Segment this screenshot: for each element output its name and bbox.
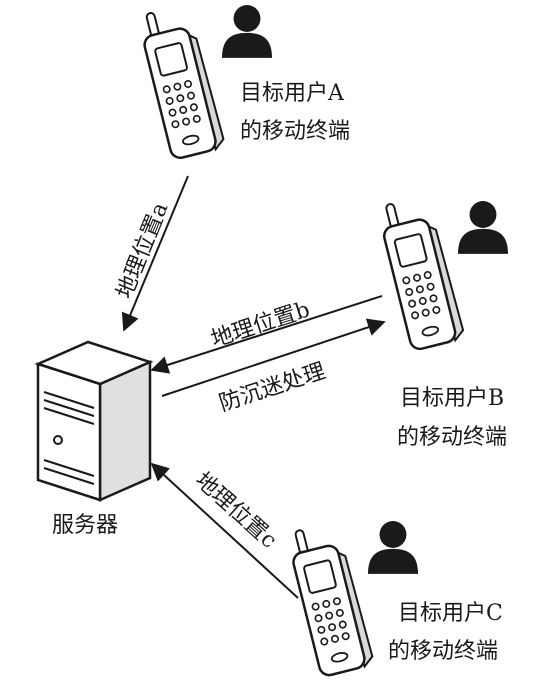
arrow-a-to-server xyxy=(121,175,189,332)
mobile-phone-icon xyxy=(135,1,227,162)
server-tower-icon xyxy=(34,340,154,502)
flow-label-anti-addiction: 防沉迷处理 xyxy=(216,359,328,417)
person-icon xyxy=(458,201,508,254)
user-c-group: 目标用户C 的移动终端 xyxy=(284,519,503,679)
user-a-group: 目标用户A 的移动终端 xyxy=(135,1,350,162)
mobile-phone-icon xyxy=(375,193,467,353)
person-icon xyxy=(368,521,418,574)
user-b-label-line2: 的移动终端 xyxy=(397,425,507,450)
mobile-phone-icon xyxy=(284,519,376,679)
user-a-label-line2: 的移动终端 xyxy=(240,119,350,144)
flow-label-location-b: 地理位置b xyxy=(208,297,313,352)
arrow-server-to-b xyxy=(161,318,386,397)
user-b-group: 目标用户B 的移动终端 xyxy=(375,193,508,450)
arrow-c-to-server xyxy=(150,462,299,599)
user-b-label-line1: 目标用户B xyxy=(400,386,504,411)
person-icon xyxy=(222,5,272,58)
server-label: 服务器 xyxy=(52,513,118,538)
user-c-label-line1: 目标用户C xyxy=(398,601,503,626)
user-a-label-line1: 目标用户A xyxy=(240,81,345,106)
arrow-b-to-server xyxy=(150,295,383,374)
user-c-label-line2: 的移动终端 xyxy=(388,639,498,664)
